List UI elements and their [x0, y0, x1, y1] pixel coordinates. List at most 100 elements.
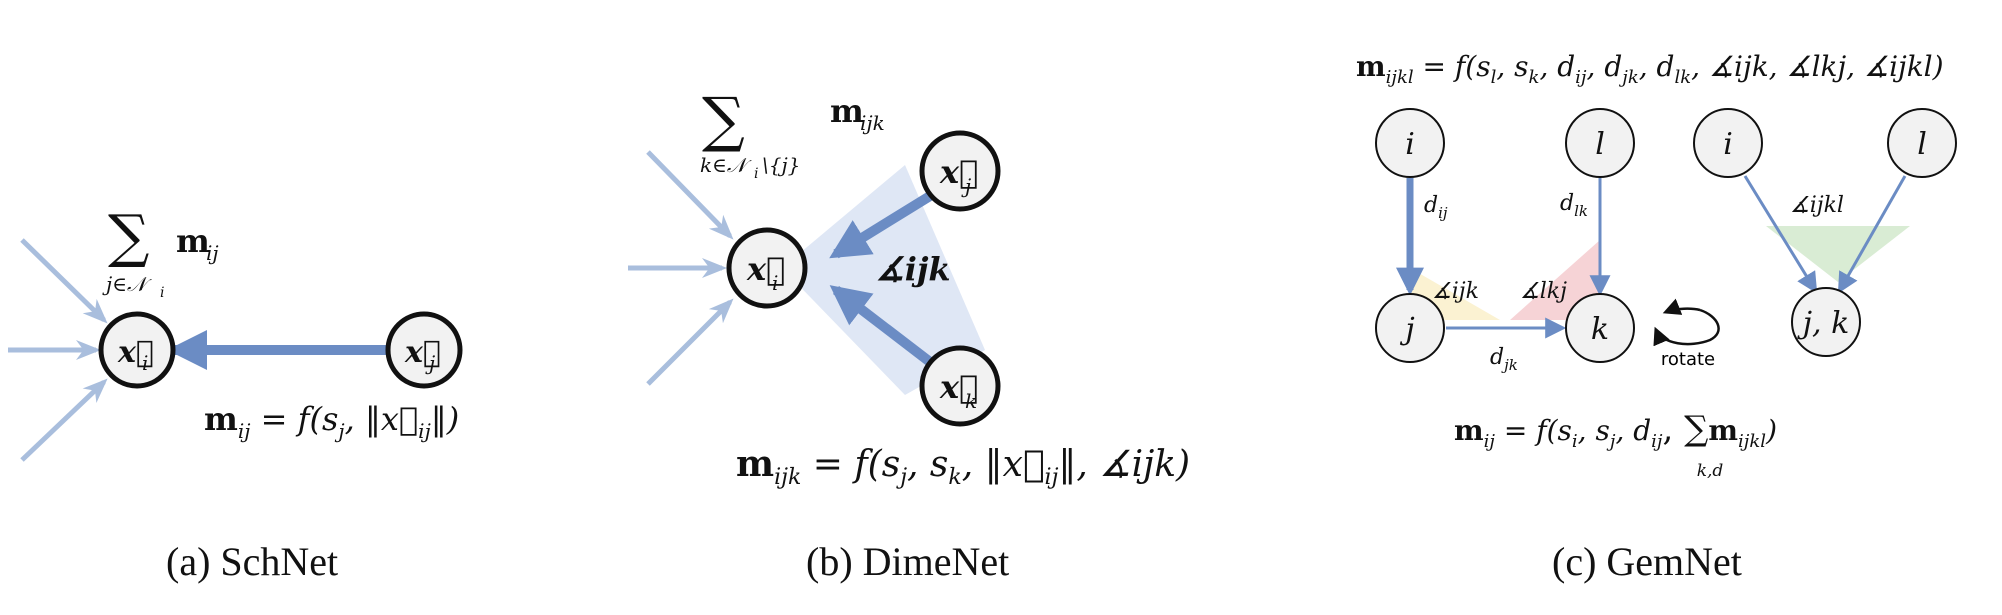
node-i-right-label: i [1723, 127, 1733, 162]
sum-index: k∈𝒩 [700, 153, 752, 177]
node-i-right [1693, 108, 1763, 178]
node-x-i-subscript: i [142, 351, 148, 375]
bottom-eq-end: ) [1765, 414, 1777, 447]
eq-lhs-sub: ij [238, 419, 251, 443]
top-eq-sub-k: k [1529, 67, 1540, 88]
bottom-eq-lhs-sub: ij [1484, 431, 1496, 452]
bottom-eq-sum-index: k,d [1697, 461, 1724, 481]
eq-rhs: = f(s [250, 400, 338, 438]
angle-ijkl-shading [1766, 226, 1910, 282]
sum-operator: ∑ [702, 85, 745, 155]
node-k [1565, 293, 1635, 363]
eq-rhs-sub2: k [948, 465, 961, 490]
message-equation: mij = f(sj, ‖x⃗ij‖) [204, 400, 459, 443]
node-x-j [919, 130, 1001, 212]
top-eq-sub-l: l [1491, 67, 1497, 88]
eq-lhs-sub: ijk [774, 465, 801, 490]
panel-gemnet: mijkl = f(sl, sk, dij, djk, dlk, ∡ijk, ∡… [1356, 50, 1957, 584]
svg-text:mijk = f(sj, sk, ‖x⃗ij‖, ∡ijk): mijk = f(sj, sk, ‖x⃗ij‖, ∡ijk) [736, 443, 1190, 490]
incoming-edge-upper [20, 238, 108, 324]
caption-dimenet: (b) DimeNet [806, 539, 1009, 584]
node-x-j-label: x⃗ [404, 335, 441, 370]
sum-operator: ∑ [108, 202, 149, 270]
angle-lkj-shading [1510, 240, 1600, 320]
sum-index-tail: \{j} [762, 153, 800, 177]
top-eq-sub-jk: jk [1618, 67, 1639, 88]
bottom-eq-sub-i: i [1572, 431, 1578, 452]
svg-text:mijkl = f(sl, sk, dij, djk, dl: mijkl = f(sl, sk, dij, djk, dlk, ∡ijk, ∡… [1356, 50, 1944, 88]
angle-lkj-label: ∡lkj [1520, 279, 1567, 304]
incoming-edge-lower [20, 378, 108, 462]
node-l-label: l [1595, 127, 1605, 162]
sum-index: j∈𝒩 [102, 272, 152, 296]
node-x-i [726, 227, 808, 309]
panel-dimenet: x⃗ i x⃗ j x⃗ k ∡ijk ∑ m ijk k∈𝒩 i \{j} m… [628, 85, 1190, 584]
caption-schnet: (a) SchNet [166, 539, 338, 584]
node-x-k-label: x⃗ [939, 368, 978, 406]
bottom-eq-sub-ij: ij [1651, 431, 1663, 452]
sum-term: m [830, 92, 864, 130]
svg-text:mij = f(si, sj, dij, ∑mijkl): mij = f(si, sj, dij, ∑mijkl) [1454, 409, 1777, 452]
eq-rhs-sub1: j [334, 419, 344, 443]
top-eq-d1: , d [1539, 50, 1575, 83]
sum-index-subscript: i [754, 166, 758, 182]
rotate-icon [1653, 308, 1720, 347]
edge-djk-label: djk [1490, 345, 1518, 374]
node-x-i-label: x⃗ [746, 250, 785, 288]
node-l-right [1887, 108, 1957, 178]
node-x-i-subscript: i [772, 271, 778, 295]
node-x-j-subscript: j [961, 174, 971, 198]
sum-term-subscript: ij [206, 241, 219, 265]
eq-rhs: = f(s [801, 444, 900, 485]
bottom-eq-sub-j: j [1606, 431, 1616, 452]
node-x-j [385, 311, 463, 389]
top-eq-lhs-sub: ijkl [1386, 67, 1414, 88]
bottom-equation: mij = f(si, sj, dij, ∑mijkl) k,d [1454, 409, 1777, 481]
node-x-j-label: x⃗ [939, 153, 978, 191]
angle-ijk-label: ∡ijk [1432, 279, 1479, 304]
angle-label: ∡ijk [876, 250, 951, 288]
top-eq-s2: , s [1496, 50, 1528, 83]
bottom-eq-d: , d [1615, 414, 1651, 447]
node-l-right-label: l [1917, 127, 1927, 162]
eq-rhs-b: , ‖x⃗ [962, 444, 1045, 485]
node-i [1375, 108, 1445, 178]
node-i-label: i [1405, 127, 1415, 162]
edge-dlk-label: dlk [1560, 191, 1588, 220]
node-x-k [919, 345, 1001, 427]
bottom-eq-sum: , ∑ [1663, 409, 1709, 449]
node-j [1375, 293, 1445, 363]
top-equation: mijkl = f(sl, sk, dij, djk, dlk, ∡ijk, ∡… [1356, 50, 1944, 88]
bottom-eq-m: m [1708, 414, 1738, 447]
message-edge-k-to-i [829, 285, 934, 366]
top-eq-sub-ij: ij [1575, 67, 1587, 88]
node-jk-right [1791, 287, 1861, 357]
node-k-label: k [1591, 312, 1609, 347]
eq-lhs: m [736, 443, 774, 485]
bottom-eq-lhs: m [1454, 414, 1484, 447]
bottom-eq-rhs: = f(s [1495, 414, 1572, 447]
node-x-k-subscript: k [965, 389, 977, 413]
node-x-i [98, 311, 176, 389]
top-eq-d2: , d [1587, 50, 1623, 83]
angle-ijkl-label: ∡ijkl [1790, 193, 1844, 218]
eq-rhs-sub3: ij [1045, 465, 1059, 490]
message-edge-j-to-i [829, 191, 933, 259]
sum-term: m [176, 222, 210, 260]
node-x-j-subscript: j [425, 351, 435, 375]
eq-rhs-mid: , ‖x⃗ [345, 400, 419, 438]
eq-rhs-end: ‖, ∡ijk) [1058, 444, 1190, 485]
incoming-edge-lower [646, 298, 734, 386]
top-eq-lhs: m [1356, 50, 1386, 83]
sum-term-subscript: ijk [860, 111, 885, 135]
svg-text:mij = f(sj, ‖x⃗ij‖): mij = f(sj, ‖x⃗ij‖) [204, 400, 459, 443]
eq-rhs-end: ‖) [431, 400, 459, 438]
incoming-edge-upper [646, 150, 734, 240]
edge-dij-label: dij [1424, 193, 1448, 222]
angle-shading [782, 165, 985, 395]
eq-rhs-sub2: ij [418, 419, 431, 443]
node-x-i-label: x⃗ [117, 335, 154, 370]
top-eq-end: , ∡ijk, ∡lkj, ∡ijkl) [1691, 50, 1943, 83]
node-jk-right-label: j, k [1797, 306, 1850, 341]
